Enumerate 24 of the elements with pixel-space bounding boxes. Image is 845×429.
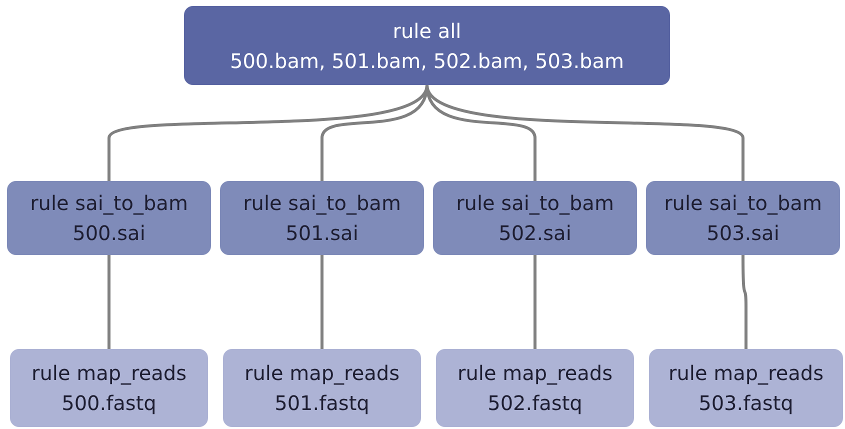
rule-name: rule sai_to_bam	[30, 190, 188, 217]
connector-line	[742, 255, 748, 349]
rule-name: rule sai_to_bam	[456, 190, 614, 217]
rule-name: rule map_reads	[457, 360, 612, 387]
file-name: 501.sai	[286, 220, 358, 247]
file-name: 503.fastq	[698, 390, 794, 417]
file-name: 500.fastq	[62, 390, 156, 417]
file-name: 501.fastq	[274, 390, 370, 417]
rule-name: rule map_reads	[244, 360, 400, 387]
connector-line	[426, 84, 536, 181]
file-name: 500.bam, 501.bam, 502.bam, 503.bam	[230, 48, 624, 74]
rule-name: rule map_reads	[668, 360, 824, 387]
connector-line	[108, 255, 110, 349]
rule-name: rule sai_to_bam	[664, 190, 822, 217]
file-name: 500.sai	[72, 220, 146, 247]
file-name: 503.sai	[706, 220, 780, 247]
rule-name: rule map_reads	[31, 360, 186, 387]
rule-name: rule all	[392, 18, 462, 44]
connector-line	[534, 255, 536, 349]
rule-name: rule sai_to_bam	[243, 190, 401, 217]
file-name: 502.fastq	[488, 390, 582, 417]
file-name: 502.sai	[498, 220, 572, 247]
connector-line	[426, 84, 744, 181]
connector-line	[320, 255, 324, 349]
